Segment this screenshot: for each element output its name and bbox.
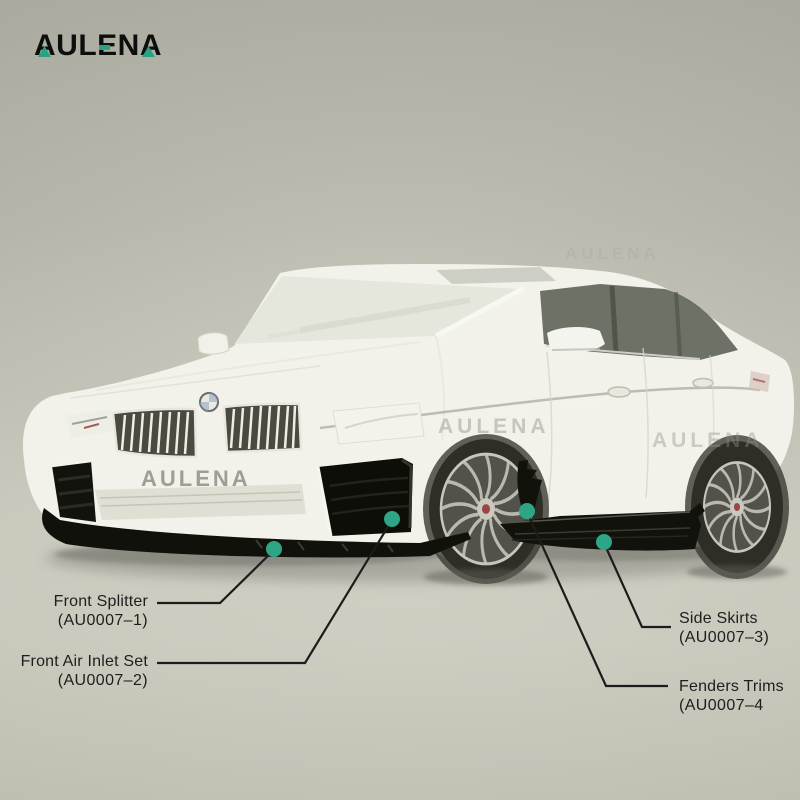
brand-logo-text: AULENA <box>34 29 162 62</box>
dot-side-skirts <box>596 534 612 550</box>
label-fenders-trims: Fenders Trims (AU0007–4 <box>679 677 784 715</box>
front-splitter-part <box>42 508 472 558</box>
label-front-splitter: Front Splitter (AU0007–1) <box>54 592 148 630</box>
part-name: Fenders Trims <box>679 678 784 695</box>
logo-accent-bar-icon <box>99 45 110 50</box>
logo-accent-triangle-icon <box>142 46 155 57</box>
leader-front-air-inlet <box>157 519 393 665</box>
wall-watermark: AULENA <box>565 244 660 263</box>
part-number: (AU0007–2) <box>57 672 148 689</box>
brand-logo: AULENA <box>34 26 184 66</box>
callout-dots <box>266 503 612 557</box>
front-air-inlet-part <box>318 458 413 536</box>
door-handle <box>607 386 631 398</box>
leader-fenders-trims <box>525 511 668 688</box>
sunroof <box>436 267 556 284</box>
side-mirror <box>547 327 605 354</box>
rear-wheel <box>685 435 789 579</box>
watermarks: AULENA AULENA AULENA AULENA <box>141 244 764 491</box>
leader-side-skirts <box>602 542 671 629</box>
dot-front-air-inlet <box>384 511 400 527</box>
logo-accent-triangle-icon <box>38 46 51 57</box>
callout-leaders <box>157 511 671 688</box>
far-side-mirror <box>197 332 230 355</box>
bmw-roundel-icon <box>199 392 219 412</box>
headlight <box>332 402 425 445</box>
aero-parts <box>42 458 705 558</box>
bumper-plate-watermark: AULENA <box>141 466 251 491</box>
part-number: (AU0007–4 <box>679 697 764 714</box>
dot-front-splitter <box>266 541 282 557</box>
part-name: Front Splitter <box>53 593 148 610</box>
dot-fenders-trims <box>519 503 535 519</box>
part-number: (AU0007–1) <box>57 612 148 629</box>
body-watermark: AULENA <box>652 429 764 452</box>
leader-front-splitter <box>157 549 275 605</box>
body-watermark: AULENA <box>438 415 550 438</box>
label-front-air-inlet: Front Air Inlet Set (AU0007–2) <box>21 652 148 690</box>
car-body <box>22 264 795 565</box>
label-side-skirts: Side Skirts (AU0007–3) <box>679 609 769 647</box>
part-name: Front Air Inlet Set <box>20 653 148 670</box>
part-name: Side Skirts <box>679 610 758 627</box>
fender-trim-part <box>517 460 542 512</box>
kidney-grille <box>111 402 303 459</box>
door-handle <box>692 377 714 389</box>
part-number: (AU0007–3) <box>679 629 770 646</box>
headlight <box>66 409 114 438</box>
